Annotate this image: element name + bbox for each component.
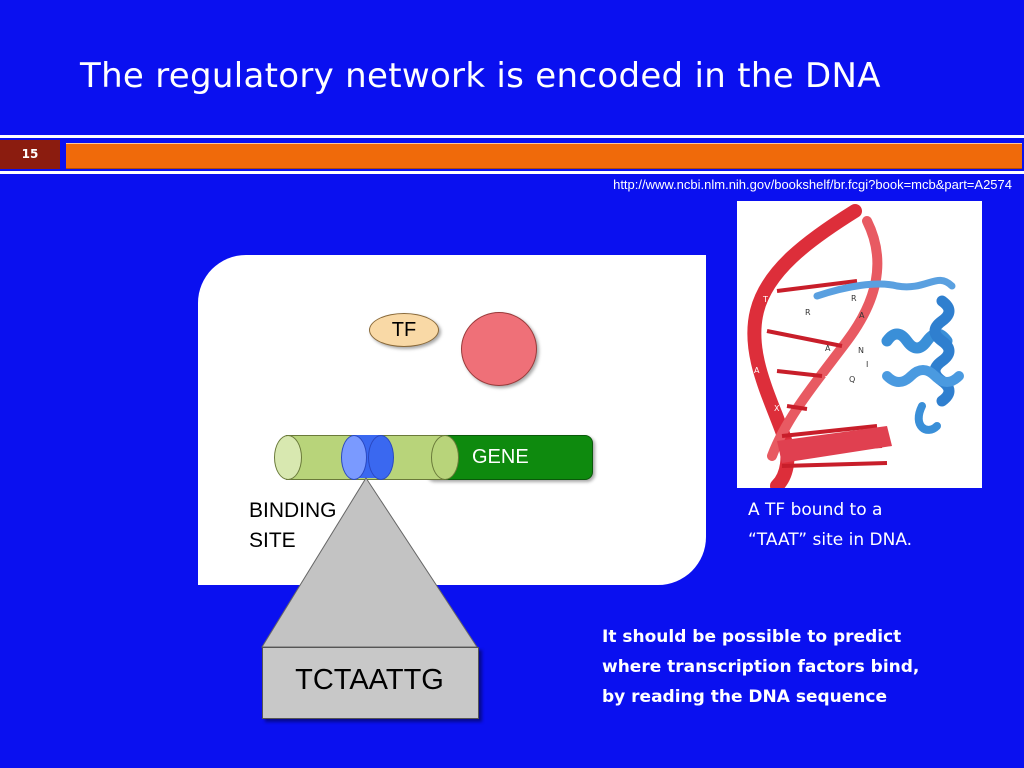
svg-text:N: N [858,346,864,355]
binding-site-label-line2: SITE [249,529,296,552]
source-url: http://www.ncbi.nlm.nih.gov/bookshelf/br… [613,177,1012,192]
tf-label: TF [369,313,439,347]
slide-title: The regulatory network is encoded in the… [80,56,881,96]
svg-text:T: T [762,295,768,304]
binding-site-label-line1: BINDING [249,499,337,522]
figure-caption-line1: A TF bound to a [748,500,883,520]
prediction-note: It should be possible to predict where t… [602,622,919,712]
protein-helix-3 [882,365,964,387]
prediction-note-line2: where transcription factors bind, [602,657,920,677]
gene-label: GENE [472,446,529,468]
tf-dna-structure-drawing: T A A T A T X R R A A N I Q [747,204,964,488]
svg-text:A: A [825,344,831,353]
protein-letters: R R A A N I Q [805,294,868,384]
svg-text:R: R [805,308,811,317]
dna-base-pairs [766,279,888,468]
figure-caption-line2: “TAAT” site in DNA. [748,530,913,550]
figure-caption: A TF bound to a “TAAT” site in DNA. [748,495,912,555]
header-rule-bottom [0,171,1024,174]
header-rule-top [0,135,1024,138]
svg-text:A: A [864,267,870,276]
dna-cylinder-left-cap [274,435,302,480]
binding-site-left-cap [341,435,367,480]
svg-text:T: T [824,375,830,384]
svg-text:A: A [754,366,760,375]
binding-site-right-cap [368,435,394,480]
svg-text:A: A [767,306,773,315]
accent-bar [66,143,1022,169]
svg-text:T: T [772,335,778,344]
dna-strand-2 [767,216,883,461]
dna-sequence: TCTAATTG [295,664,444,696]
dna-letters: T A A T A T X [754,267,870,413]
tf-dna-structure-image: T A A T A T X R R A A N I Q [737,201,982,488]
prediction-note-line3: by reading the DNA sequence [602,687,887,707]
dna-lower-ribbon [777,426,892,463]
protein-tail [914,402,941,434]
dna-cylinder-right-cap [431,435,459,480]
svg-text:R: R [851,294,857,303]
svg-text:X: X [774,404,780,413]
svg-text:A: A [859,311,865,320]
protein-loop [813,276,956,300]
slide-number: 15 [0,140,60,169]
transcription-factor-circle [461,312,537,386]
svg-text:I: I [866,360,868,369]
svg-text:Q: Q [849,375,855,384]
sequence-box [262,647,479,719]
prediction-note-line1: It should be possible to predict [602,627,902,647]
binding-site-label: BINDING SITE [249,496,369,556]
